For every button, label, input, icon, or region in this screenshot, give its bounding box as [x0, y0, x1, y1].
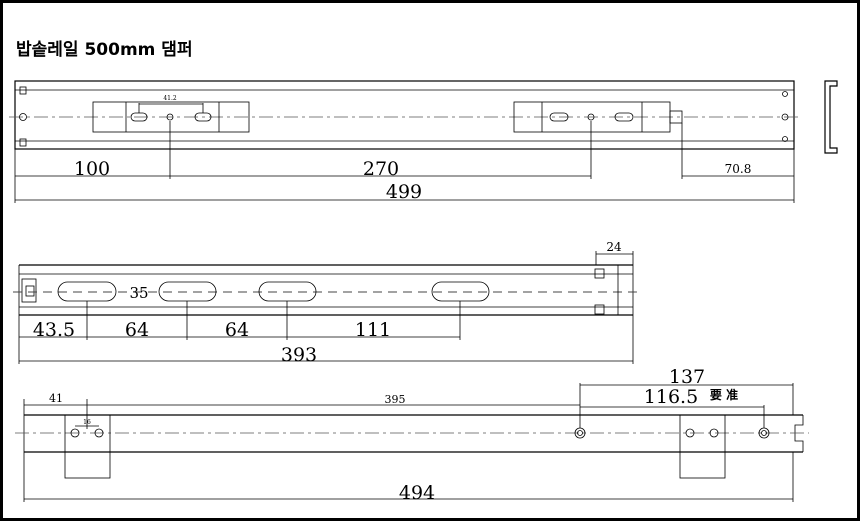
view2-dim-393: 393: [281, 344, 317, 366]
view1-c-profile: [824, 80, 838, 154]
view1-dim-100: 100: [74, 158, 110, 180]
view2-left-block: [21, 278, 37, 303]
view3-note: 要 准: [710, 387, 738, 402]
view3-right-hole2: [709, 428, 719, 438]
view1-left-slot-top: [19, 86, 27, 95]
view2-left-block-inner: [25, 285, 35, 297]
view2-right-stop-top: [594, 268, 605, 279]
view2-dim-35: 35: [129, 284, 148, 302]
view1-right-hole: [781, 113, 789, 121]
view1-dim-270: 270: [363, 158, 399, 180]
view1-right-hole-bottom: [782, 136, 788, 142]
view3-right-notch: [794, 415, 804, 452]
view1-rail: 41.2: [9, 80, 838, 154]
view1-left-bracket-hole: [166, 113, 174, 121]
view2-dimensions: 24 35 43.5 64 64 111 393: [18, 240, 634, 366]
view1-stopper: [669, 110, 683, 124]
view3-dim-16: 16: [83, 419, 91, 426]
view3-dim-41: 41: [49, 392, 63, 405]
view3-mount-hole2-inner: [761, 430, 767, 436]
view3-left-hole1: [70, 428, 80, 438]
view2-slot3: [258, 281, 317, 302]
view1-right-bracket-slot2: [614, 112, 634, 122]
view3-dim-494: 494: [399, 482, 435, 504]
view2-dim-111: 111: [355, 319, 391, 341]
view3-right-bracket: [679, 414, 726, 479]
drawing-title: 밥솥레일 500mm 댐퍼: [16, 40, 193, 60]
view3-rail: [15, 414, 809, 479]
view3-dim-137: 137: [669, 366, 705, 388]
view1-rail-outline: [14, 80, 795, 150]
view1-left-bracket: [92, 101, 250, 133]
view1-dimensions: 100 270 70.8 499: [14, 121, 795, 203]
view1-dim-499: 499: [386, 181, 422, 203]
view2-slot2: [158, 281, 217, 302]
technical-drawing: 41.2 100 270 70.8 499: [9, 80, 838, 504]
view3-dim-116-5: 116.5: [644, 386, 698, 408]
view1-left-hole: [19, 113, 27, 121]
view3-dimensions: 41 16 395 137 116.5 要 准 494: [23, 366, 794, 504]
view2-slot4: [431, 281, 490, 302]
view2-dim-64a: 64: [125, 319, 149, 341]
view2-dim-24: 24: [606, 240, 622, 254]
view1-right-bracket-hole: [587, 113, 595, 121]
view3-left-hole2: [94, 428, 104, 438]
view1-left-slot-bottom: [19, 138, 27, 147]
view3-mount-hole1-inner: [577, 430, 583, 436]
view1-small-dim-label: 41.2: [163, 95, 177, 102]
view1-right-bracket-slot1: [549, 112, 569, 122]
view2-rail: [13, 264, 643, 316]
view2-slot1: [57, 281, 117, 302]
view3-left-bracket: [64, 414, 111, 479]
view3-dim-395: 395: [385, 393, 406, 406]
view1-right-hole-top: [782, 91, 788, 97]
view2-dim-43-5: 43.5: [33, 319, 75, 341]
view2-dim-64b: 64: [225, 319, 249, 341]
view2-right-stop-bottom: [594, 304, 605, 315]
view1-dim-70-8: 70.8: [725, 162, 752, 176]
view3-right-hole1: [685, 428, 695, 438]
